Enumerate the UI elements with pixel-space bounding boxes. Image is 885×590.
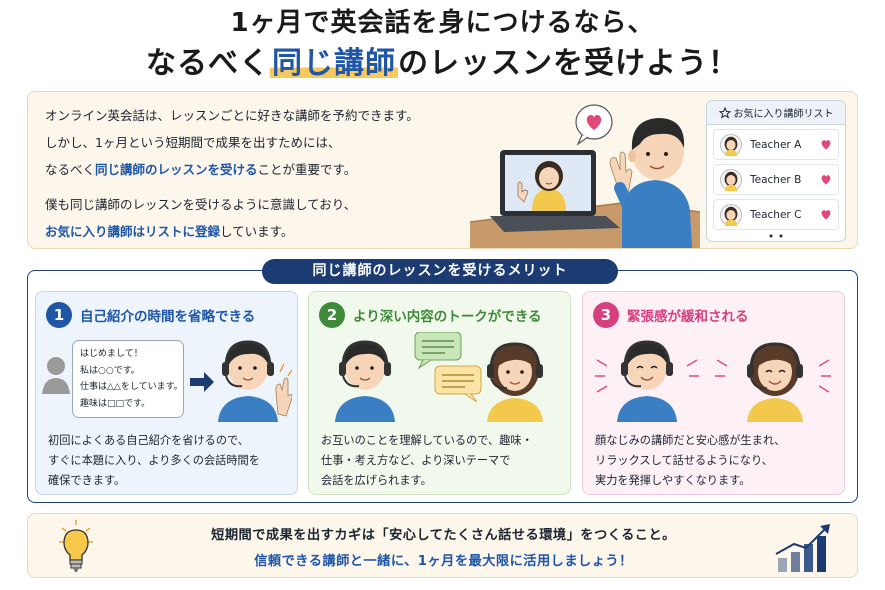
merit-number-badge: 2 — [319, 302, 345, 328]
teacher-name: Teacher B — [750, 173, 802, 186]
merits-label: 同じ講師のレッスンを受けるメリット — [262, 259, 618, 284]
man-illustration — [609, 118, 692, 248]
favorite-list-title: お気に入り講師リスト — [733, 109, 834, 120]
title-line-2: なるべく同じ講師のレッスンを受けよう！ — [0, 42, 885, 86]
summary-panel: 短期間で成果を出すカギは「安心してたくさん話せる環境」をつくること。 信頼できる… — [27, 513, 858, 578]
favorite-teacher-row[interactable]: Teacher B — [713, 164, 839, 195]
intro-text: オンライン英会話は、レッスンごとに好きな講師を予約できます。 しかし、1ヶ月とい… — [45, 102, 419, 245]
desc-line: すぐに本題に入り、より多くの会話時間を — [48, 454, 260, 467]
desc-line: 仕事・考え方など、より深いテーマで — [321, 454, 511, 467]
bubble-line: 私は○○です。 — [80, 365, 140, 376]
heart-icon[interactable] — [820, 209, 832, 220]
speech-bubble-icon — [434, 365, 482, 403]
more-indicator: • • — [767, 230, 785, 242]
merit-description: お互いのことを理解しているので、趣味・ 仕事・考え方など、より深いテーマで 会話… — [321, 431, 533, 491]
teacher-name: Teacher C — [750, 208, 802, 221]
bubble-line: はじめまして！ — [80, 349, 143, 359]
intro-line-3: なるべく同じ講師のレッスンを受けることが重要です。 — [45, 156, 419, 183]
star-outline-icon — [718, 106, 731, 119]
merit-2-illustration — [335, 332, 543, 422]
bubble-line: 趣味は□□です。 — [80, 398, 151, 409]
intro-line-4: 僕も同じ講師のレッスンを受けるように意識しており、 — [45, 197, 357, 212]
desc-line: 初回によくある自己紹介を省けるので、 — [48, 434, 249, 447]
growth-chart-icon — [775, 524, 830, 572]
heart-icon[interactable] — [820, 139, 832, 150]
merit-description: 初回によくある自己紹介を省けるので、 すぐに本題に入り、より多くの会話時間を 確… — [48, 431, 260, 491]
intro-line-2: しかし、1ヶ月という短期間で成果を出すためには、 — [45, 135, 341, 150]
favorite-teacher-row[interactable]: Teacher C — [713, 199, 839, 230]
summary-line-2: 信頼できる講師と一緒に、1ヶ月を最大限に活用しましょう！ — [254, 554, 633, 569]
merit-title: 緊張感が緩和される — [627, 309, 749, 325]
intro-highlight-1: 同じ講師のレッスンを受ける — [95, 162, 258, 177]
intro-highlight-2: お気に入り講師はリストに登録 — [45, 224, 221, 239]
speech-bubble-icon — [414, 332, 462, 370]
teacher-avatar — [720, 203, 742, 226]
merit-card-header: 1 自己紹介の時間を省略できる — [46, 302, 255, 328]
summary-line-1: 短期間で成果を出すカギは「安心してたくさん話せる環境」をつくること。 — [211, 528, 676, 543]
page-title: 1ヶ月で英会話を身につけるなら、 なるべく同じ講師のレッスンを受けよう！ — [0, 4, 885, 86]
merit-number-badge: 3 — [593, 302, 619, 328]
merit-1-illustration — [42, 340, 292, 422]
intro-line-5: お気に入り講師はリストに登録しています。 — [45, 218, 419, 245]
merit-description: 顔なじみの講師だと安心感が生まれ、 リラックスして話せるようになり、 実力を発揮… — [595, 431, 785, 491]
favorite-list-header: お気に入り講師リスト — [707, 101, 845, 125]
teacher-avatar — [720, 168, 742, 191]
intro-line-3-post: ことが重要です。 — [257, 162, 357, 177]
bubble-line: 仕事は△△をしています。 — [80, 382, 183, 392]
man-headset-illustration — [617, 340, 677, 422]
desc-line: リラックスして話せるようになり、 — [595, 454, 773, 467]
man-headset-illustration — [335, 340, 395, 422]
woman-headset-illustration — [747, 342, 803, 422]
desc-line: お互いのことを理解しているので、趣味・ — [321, 434, 533, 447]
merit-title: より深い内容のトークができる — [353, 309, 542, 325]
desc-line: 確保できます。 — [48, 474, 126, 487]
desc-line: 実力を発揮しやすくなります。 — [595, 474, 751, 487]
merit-card-header: 2 より深い内容のトークができる — [319, 302, 541, 328]
lightbulb-icon — [59, 520, 93, 572]
intro-line-5-post: しています。 — [220, 224, 294, 239]
title-highlight: 同じ講師 — [270, 46, 398, 81]
favorite-teacher-list: お気に入り講師リスト Teacher A Teacher B Teacher C — [706, 100, 846, 242]
sparkle-icon — [595, 359, 831, 393]
teacher-name: Teacher A — [750, 138, 802, 151]
merit-number-badge: 1 — [46, 302, 72, 328]
laptop-icon — [490, 150, 620, 232]
self-intro-bubble: はじめまして！ 私は○○です。 仕事は△△をしています。 趣味は□□です。 — [72, 340, 184, 418]
arrow-right-icon — [190, 372, 214, 392]
title-line-2-post: のレッスンを受けよう！ — [398, 46, 739, 81]
merit-card-2: 2 より深い内容のトークができる — [308, 291, 571, 495]
man-headset-illustration — [218, 340, 292, 422]
heart-bubble-icon — [575, 104, 613, 146]
intro-line-1: オンライン英会話は、レッスンごとに好きな講師を予約できます。 — [45, 108, 419, 123]
title-line-1: 1ヶ月で英会話を身につけるなら、 — [230, 8, 655, 38]
merit-card-3: 3 緊張感が緩和される — [582, 291, 845, 495]
merit-card-header: 3 緊張感が緩和される — [593, 302, 749, 328]
teacher-avatar — [720, 133, 742, 156]
heart-icon[interactable] — [820, 174, 832, 185]
favorite-teacher-row[interactable]: Teacher A — [713, 129, 839, 160]
woman-headset-illustration — [487, 342, 543, 422]
desc-line: 会話を広げられます。 — [321, 474, 432, 487]
intro-line-3-pre: なるべく — [45, 162, 96, 177]
merit-card-1: 1 自己紹介の時間を省略できる はじめまして！ 私は○○です。 仕事 — [35, 291, 298, 495]
merit-3-illustration — [595, 340, 831, 422]
title-line-2-pre: なるべく — [146, 46, 270, 81]
person-silhouette-icon — [42, 357, 70, 394]
merit-title: 自己紹介の時間を省略できる — [80, 309, 256, 325]
hero-illustration — [469, 104, 700, 248]
desc-line: 顔なじみの講師だと安心感が生まれ、 — [595, 434, 786, 447]
